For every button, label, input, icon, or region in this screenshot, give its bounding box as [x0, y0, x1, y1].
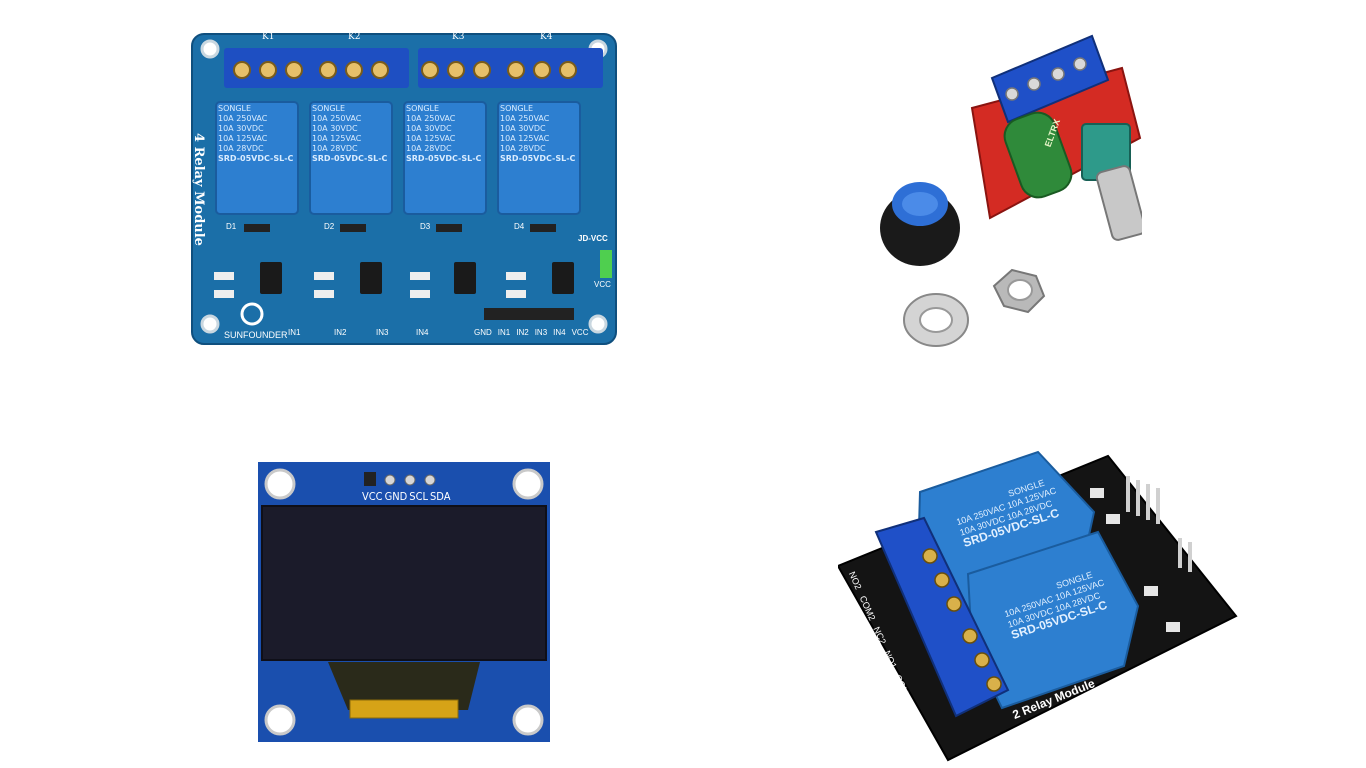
relay-maker: SONGLE	[406, 104, 440, 113]
capacitor	[1003, 111, 1073, 199]
relay-k3	[403, 101, 487, 215]
relay-rating-2: 10A 30VDC	[500, 124, 546, 133]
relay-rating-4: 10A 28VDC	[500, 144, 546, 153]
two-relay-module-photo: SONGLE 10A 250VAC 10A 125VAC 10A 30VDC 1…	[838, 446, 1238, 762]
relay-k2-text: SONGLE 10A 250VAC 10A 30VDC 10A 125VAC 1…	[312, 104, 390, 212]
relay-rating-3: 10A 125VAC	[500, 134, 550, 143]
relay-rating-1: 10A 250VAC	[500, 114, 550, 123]
knob	[880, 182, 960, 266]
four-relay-module-photo: K1 K2 K3 K4 4 Relay Module SONGLE 10A 25…	[190, 32, 618, 346]
relay-maker: SONGLE	[218, 104, 252, 113]
pwm-controller-photo: ELTRX	[872, 28, 1142, 358]
screw-terminal-group-right	[418, 48, 603, 88]
oled-pin-labels: VCC GND SCL SDA	[362, 490, 451, 503]
relay-k4	[497, 101, 581, 215]
oled-pin-vcc: VCC	[362, 490, 383, 503]
relay-rating-2: 10A 30VDC	[312, 124, 358, 133]
washer	[903, 293, 969, 347]
relay-label-k1: K1	[262, 32, 275, 42]
in-label-4: IN4	[416, 328, 429, 337]
in-label-1: IN1	[288, 328, 301, 337]
relay-k1	[215, 101, 299, 215]
oled-display-photo: VCC GND SCL SDA	[258, 462, 550, 742]
in-label-3: IN3	[376, 328, 389, 337]
pin-in2: IN2	[516, 328, 529, 337]
pwm-controller-illustration	[880, 34, 1142, 347]
relay-model: SRD-05VDC-SL-C	[406, 154, 482, 163]
relay-rating-4: 10A 28VDC	[312, 144, 358, 153]
relay-label-k2: K2	[348, 32, 361, 42]
relay-rating-2: 10A 30VDC	[218, 124, 264, 133]
screw-terminals	[874, 516, 1010, 718]
oled-pin-gnd: GND	[384, 490, 408, 503]
relay-model: SRD-05VDC-SL-C	[312, 154, 388, 163]
oled-screen	[261, 505, 547, 661]
oled-pin-scl: SCL	[409, 490, 429, 503]
hex-nut	[992, 268, 1046, 314]
relay-rating-2: 10A 30VDC	[406, 124, 452, 133]
vcc-label: VCC	[594, 280, 611, 289]
pin-gnd: GND	[474, 328, 492, 337]
relay-rating-1: 10A 250VAC	[406, 114, 456, 123]
relay-rating-4: 10A 28VDC	[218, 144, 264, 153]
diode-label-d4: D4	[514, 222, 525, 231]
relay-label-k4: K4	[540, 32, 553, 42]
screw-terminal-group-left	[224, 48, 409, 88]
relay-model: SRD-05VDC-SL-C	[500, 154, 576, 163]
flex-cable	[328, 662, 480, 710]
pin-vcc: VCC	[571, 328, 589, 337]
relay-rating-4: 10A 28VDC	[406, 144, 452, 153]
relay-label-k3: K3	[452, 32, 465, 42]
header-pins	[1126, 476, 1192, 572]
mount-hole	[264, 468, 296, 500]
mount-hole	[200, 39, 220, 59]
jdvcc-jumper	[600, 250, 612, 278]
relay-k3-text: SONGLE 10A 250VAC 10A 30VDC 10A 125VAC 1…	[406, 104, 484, 212]
relay-model: SRD-05VDC-SL-C	[218, 154, 294, 163]
pin-in1: IN1	[497, 328, 511, 337]
oled-illustration	[258, 462, 550, 742]
relay-k4-text: SONGLE 10A 250VAC 10A 30VDC 10A 125VAC 1…	[500, 104, 578, 212]
jdvcc-label: JD-VCC	[578, 234, 608, 243]
relay-rating-3: 10A 125VAC	[218, 134, 268, 143]
relay-rating-3: 10A 125VAC	[406, 134, 456, 143]
relay-rating-1: 10A 250VAC	[218, 114, 268, 123]
brand-label: SUNFOUNDER	[224, 330, 288, 340]
relay-rating-3: 10A 125VAC	[312, 134, 362, 143]
two-relay-illustration	[838, 450, 1238, 762]
module-label: 4 Relay Module	[190, 133, 206, 246]
pin-in4: IN4	[553, 328, 566, 337]
four-relay-module-illustration	[191, 33, 617, 345]
relay-maker: SONGLE	[500, 104, 534, 113]
diode-label-d3: D3	[420, 222, 431, 231]
pin-header-labels: GND IN1 IN2 IN3 IN4 VCC	[474, 328, 588, 337]
relay-maker: SONGLE	[312, 104, 346, 113]
diode-label-d2: D2	[324, 222, 335, 231]
relay-k2	[309, 101, 393, 215]
relay-k1-text: SONGLE 10A 250VAC 10A 30VDC 10A 125VAC 1…	[218, 104, 296, 212]
diode-label-d1: D1	[226, 222, 237, 231]
oled-pin-sda: SDA	[430, 490, 451, 503]
potentiometer-shaft	[1095, 165, 1142, 241]
pin-in3: IN3	[534, 328, 548, 337]
relay-rating-1: 10A 250VAC	[312, 114, 362, 123]
sunfounder-logo	[240, 302, 264, 326]
in-label-2: IN2	[334, 328, 347, 337]
